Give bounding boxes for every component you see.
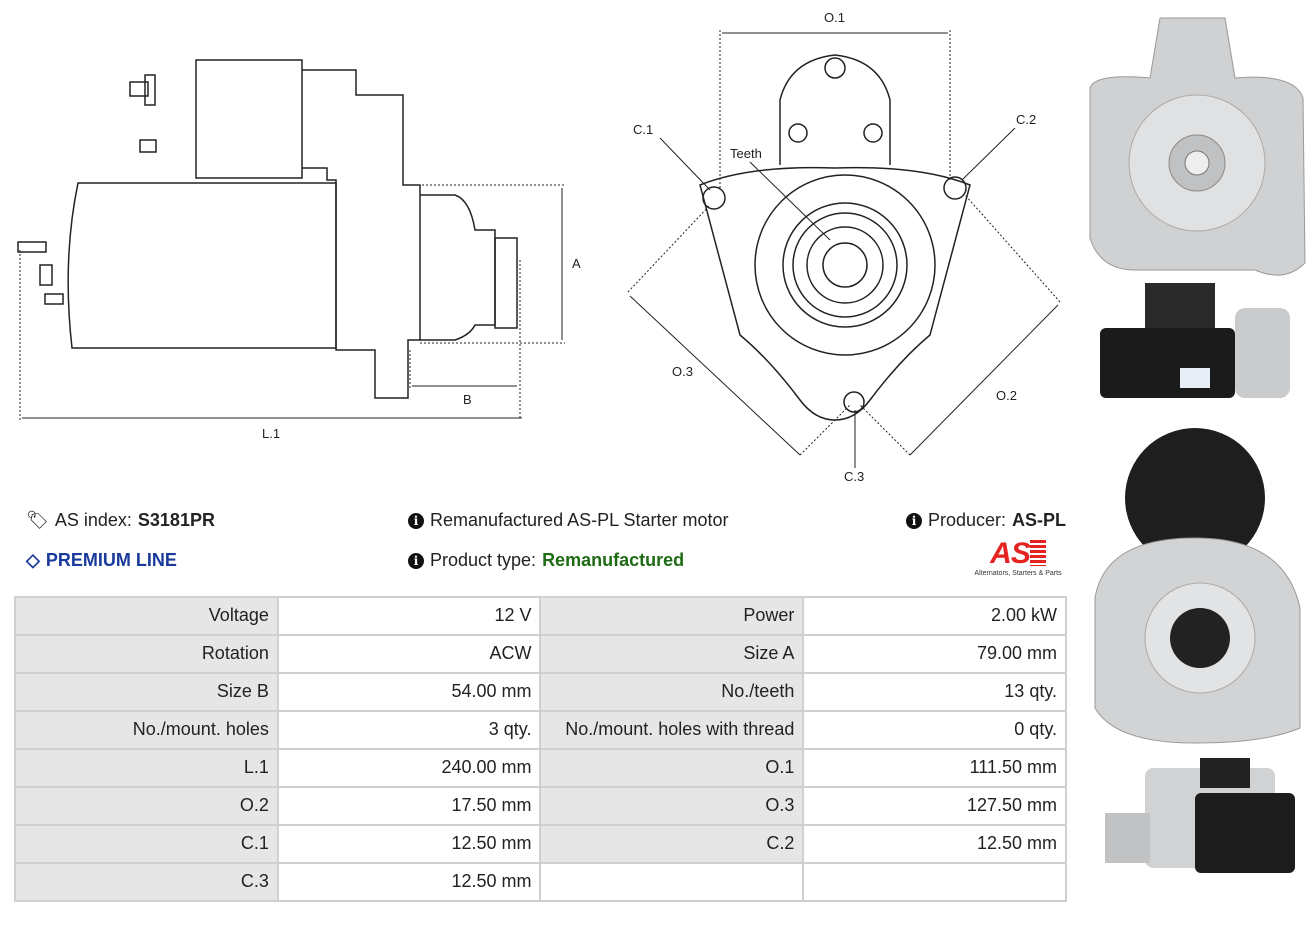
label-b: B	[463, 392, 472, 407]
premium-line: ◇ PREMIUM LINE	[26, 550, 177, 571]
label-o2: O.2	[996, 388, 1017, 403]
label-c1: C.1	[633, 122, 653, 137]
label-a: A	[572, 256, 581, 271]
spec-label: Power	[541, 598, 803, 634]
product-type: i Product type:Remanufactured	[408, 550, 684, 571]
spec-label: Voltage	[16, 598, 277, 634]
spec-value: 3 qty.	[278, 712, 540, 748]
front-view-drawing: O.1 C.1 C.2 Teeth O.3 O.2 C.3	[627, 10, 1061, 484]
spec-label	[541, 864, 803, 900]
label-c2: C.2	[1016, 112, 1036, 127]
spec-label: L.1	[16, 750, 277, 786]
spec-label: O.2	[16, 788, 277, 824]
info-icon: i	[408, 552, 424, 569]
description: i Remanufactured AS-PL Starter motor	[408, 510, 728, 531]
label-o3: O.3	[672, 364, 693, 379]
spec-label: Size A	[541, 636, 803, 672]
product-type-value: Remanufactured	[542, 550, 685, 570]
spec-value: 2.00 kW	[804, 598, 1065, 634]
photo-side-2	[1105, 758, 1295, 873]
premium-line-label: PREMIUM LINE	[45, 550, 177, 570]
info-icon: i	[906, 512, 922, 529]
spec-value: 12.50 mm	[278, 864, 540, 900]
spec-value: 13 qty.	[804, 674, 1065, 710]
diamond-icon: ◇	[26, 550, 40, 570]
spec-label: No./mount. holes with thread	[541, 712, 803, 748]
description-text: Remanufactured AS-PL Starter motor	[430, 510, 729, 530]
spec-label: C.1	[16, 826, 277, 862]
spec-value: 12.50 mm	[278, 826, 540, 862]
as-index-label: AS index:	[54, 510, 132, 530]
spec-label: Size B	[16, 674, 277, 710]
spec-value: 54.00 mm	[278, 674, 540, 710]
product-type-label: Product type:	[430, 550, 537, 570]
spec-label: No./teeth	[541, 674, 803, 710]
producer: i Producer:AS-PL	[906, 510, 1066, 531]
spec-label: C.2	[541, 826, 803, 862]
spec-value: ACW	[278, 636, 540, 672]
photo-side	[1100, 283, 1290, 398]
as-pl-logo: AS Alternators, Starters & Parts	[966, 538, 1070, 578]
label-teeth: Teeth	[730, 146, 762, 161]
side-view-drawing: A B L.1	[17, 59, 581, 441]
spec-value: 240.00 mm	[278, 750, 540, 786]
as-index-value: S3181PR	[137, 510, 215, 530]
spec-value: 111.50 mm	[804, 750, 1065, 786]
spec-label: C.3	[16, 864, 277, 900]
as-index: 🏷︎ AS index:S3181PR	[26, 510, 215, 531]
spec-label: Rotation	[16, 636, 277, 672]
tags-icon: 🏷︎	[26, 510, 49, 530]
label-o1: O.1	[824, 10, 845, 25]
product-photos	[1089, 17, 1306, 873]
label-l1: L.1	[262, 426, 280, 441]
spec-value: 0 qty.	[804, 712, 1065, 748]
spec-value: 12 V	[278, 598, 540, 634]
photo-front	[1089, 17, 1306, 276]
photo-rear	[1094, 428, 1301, 744]
label-c3: C.3	[844, 469, 864, 484]
spec-label: O.3	[541, 788, 803, 824]
info-icon: i	[408, 512, 424, 529]
spec-value: 17.50 mm	[278, 788, 540, 824]
spec-value: 79.00 mm	[804, 636, 1065, 672]
spec-value: 127.50 mm	[804, 788, 1065, 824]
spec-label: No./mount. holes	[16, 712, 277, 748]
logo-tagline: Alternators, Starters & Parts	[974, 570, 1062, 577]
spec-value: 12.50 mm	[804, 826, 1065, 862]
spec-value	[804, 864, 1065, 900]
producer-value: AS-PL	[1012, 510, 1067, 530]
spec-label: O.1	[541, 750, 803, 786]
producer-label: Producer:	[928, 510, 1007, 530]
